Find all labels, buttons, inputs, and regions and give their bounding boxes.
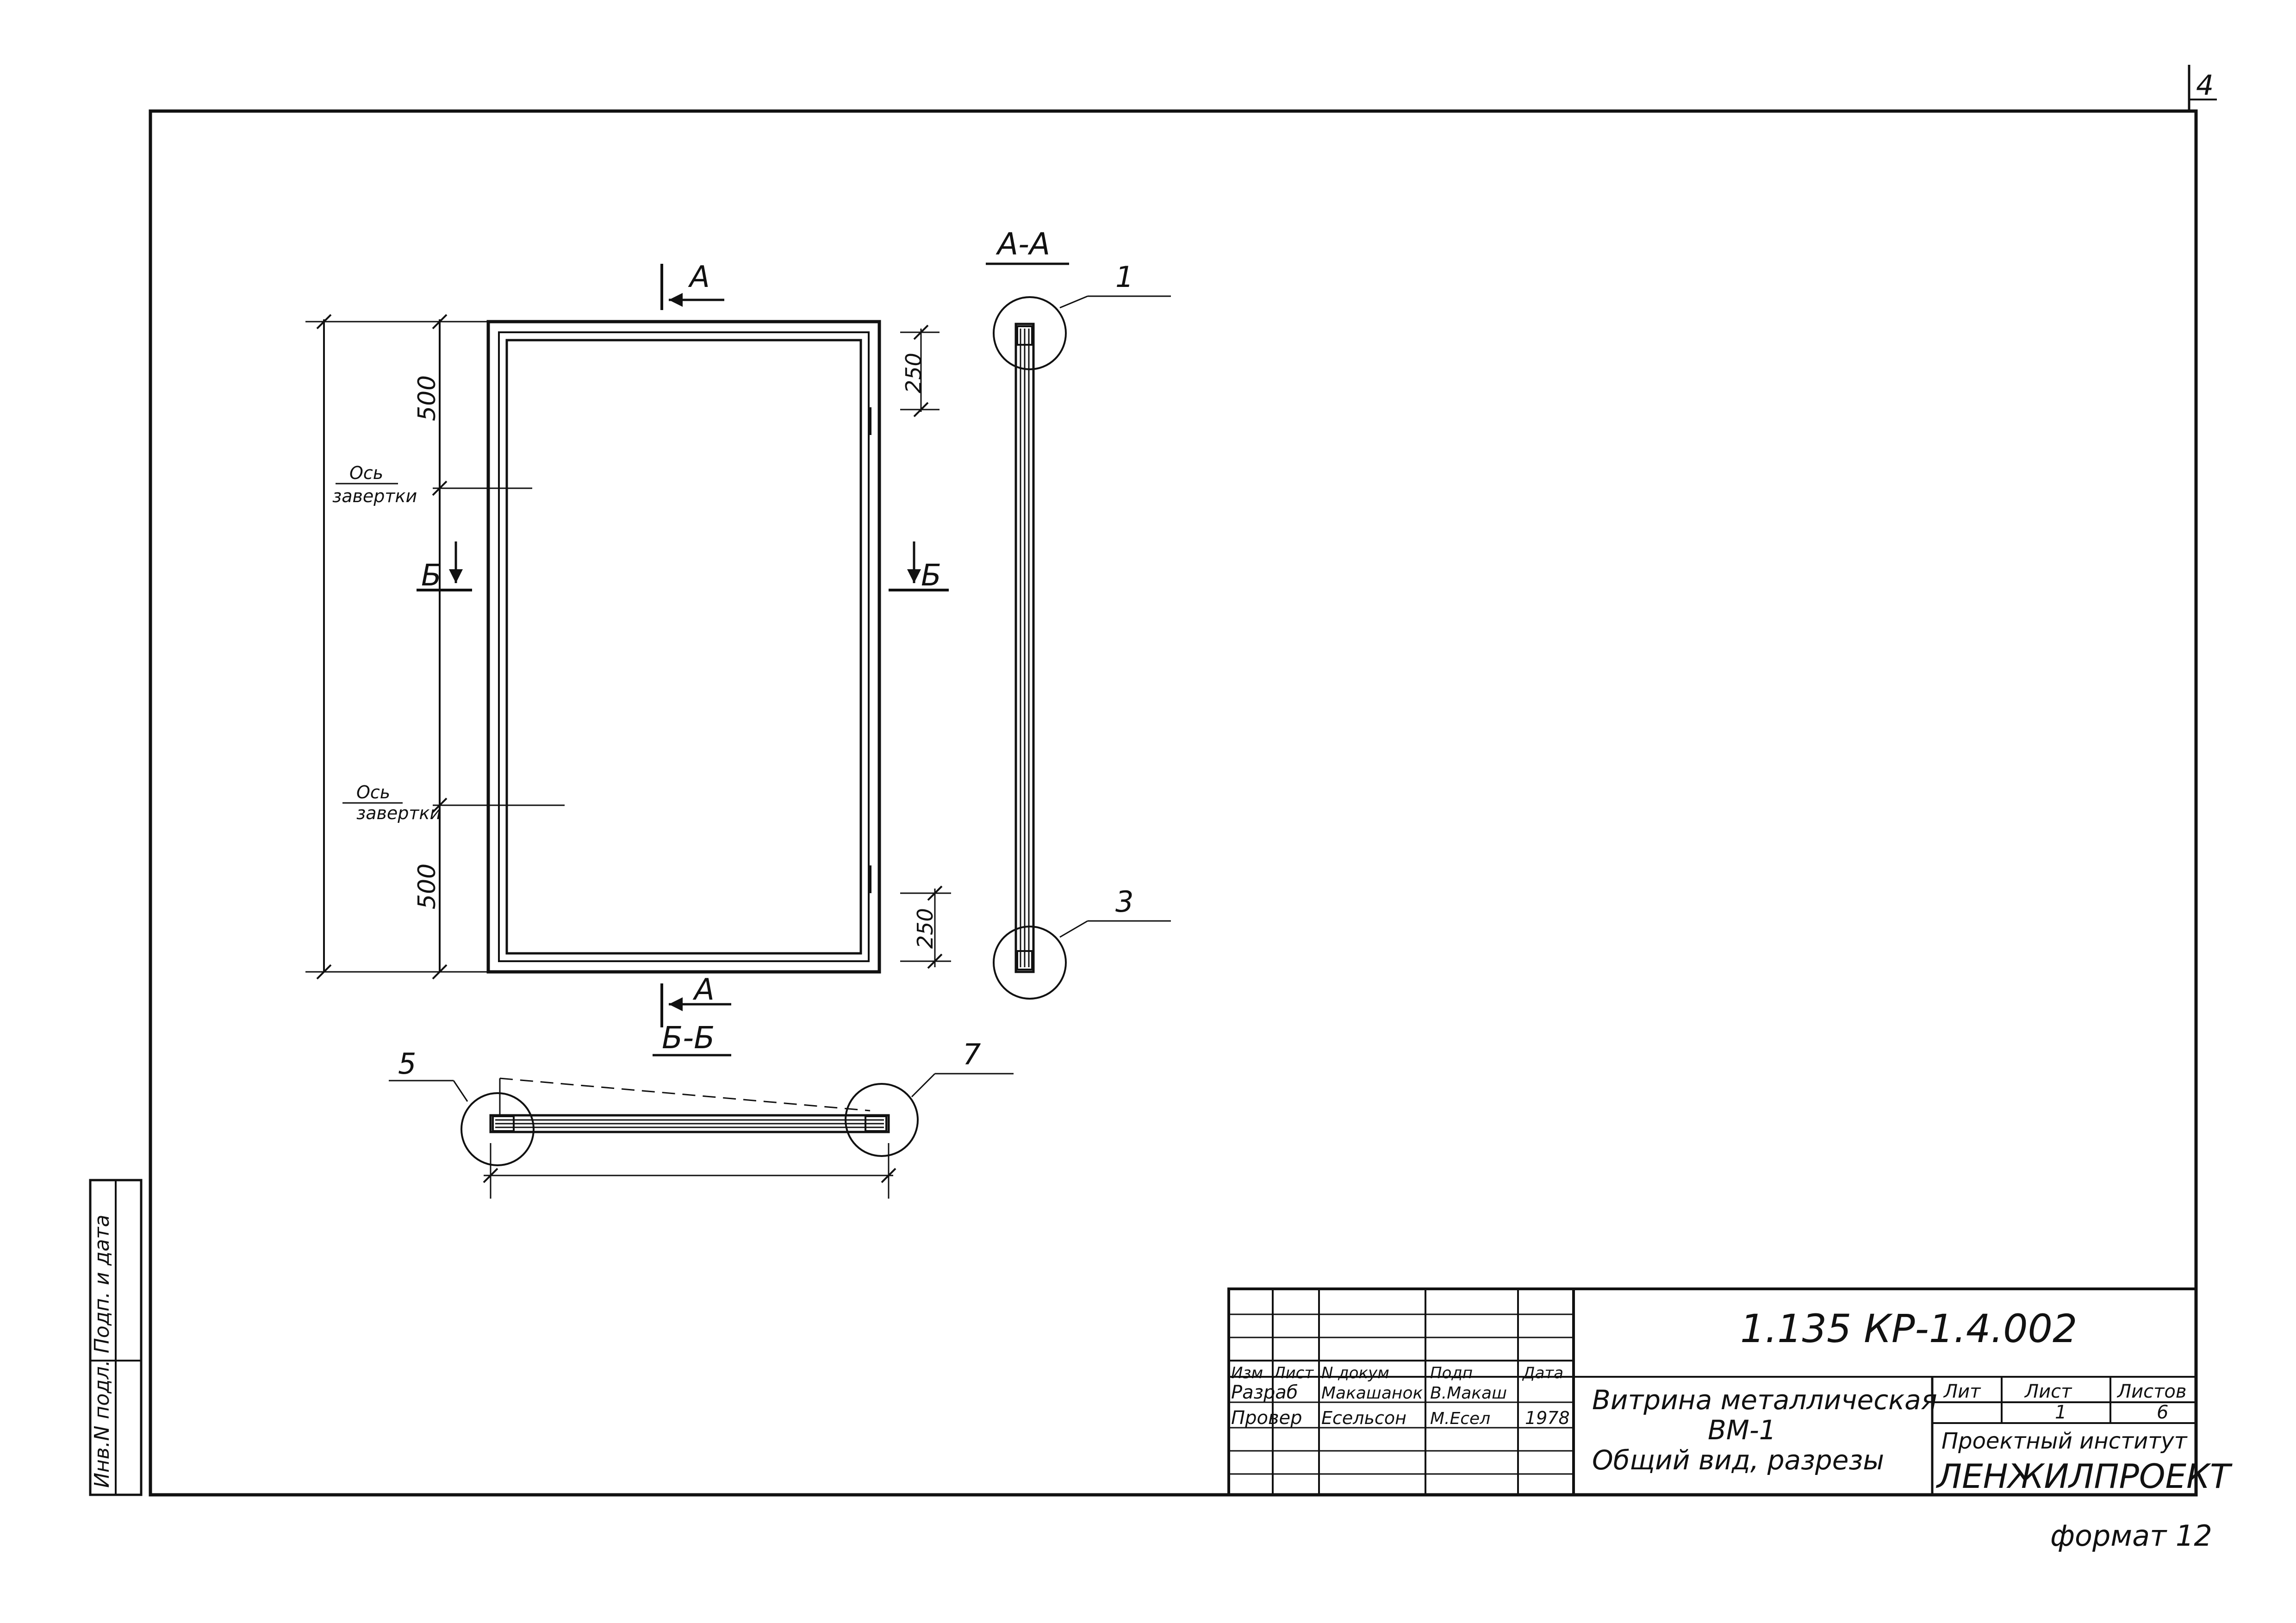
header-izm: Изм — [1231, 1364, 1263, 1382]
side-stamp: Инв.N подл. Подп. и дата — [89, 1179, 143, 1496]
front-view — [305, 314, 881, 980]
row1-role: Разраб — [1231, 1382, 1298, 1403]
section-aa-title: А-А — [996, 226, 1050, 262]
title-line3: Общий вид, разрезы — [1592, 1444, 1884, 1476]
row2-role: Провер — [1231, 1407, 1302, 1429]
callout-5: 5 — [398, 1047, 416, 1081]
section-aa-view — [993, 295, 1171, 1000]
side-stamp-label: Инв.N подл. Подп. и дата — [90, 1215, 114, 1488]
axis-label-top: Ось — [349, 463, 383, 483]
section-a-top-label: А — [688, 260, 710, 294]
sheets-value: 6 — [2157, 1402, 2168, 1423]
lit-label: Лит — [1943, 1381, 1981, 1402]
callout-3: 3 — [1115, 885, 1133, 919]
section-marker-b-left — [417, 541, 472, 591]
section-a-bottom-label: А — [692, 973, 715, 1007]
sheet-number: 4 — [2196, 69, 2214, 102]
title-line2: ВМ-1 — [1708, 1414, 1776, 1446]
sheet-frame — [149, 65, 2217, 1497]
sheet-label: Лист — [2024, 1381, 2072, 1402]
right-dimensions — [900, 324, 951, 969]
section-b-right-label: Б — [921, 559, 941, 593]
row2-signature: М.Есел — [1430, 1409, 1490, 1428]
dim-bottom-500: 500 — [413, 864, 441, 909]
title-line1: Витрина металлическая — [1592, 1384, 1937, 1416]
sheet-value: 1 — [2055, 1402, 2066, 1423]
section-bb-view — [389, 1073, 1014, 1199]
document-code: 1.135 КР-1.4.002 — [1740, 1306, 2077, 1351]
axis-label-bottom: Ось — [356, 782, 390, 802]
title-block — [1227, 1287, 2197, 1496]
header-podp: Подп — [1430, 1364, 1473, 1382]
section-marker-b-right — [889, 541, 949, 591]
section-marker-a-bottom — [660, 983, 731, 1027]
header-data: Дата — [1522, 1364, 1563, 1382]
dim-right-bottom-250: 250 — [913, 908, 938, 949]
section-marker-a-top — [660, 264, 724, 310]
header-list: Лист — [1273, 1364, 1314, 1382]
format-label: формат 12 — [2050, 1519, 2212, 1553]
section-bb-title: Б-Б — [662, 1020, 715, 1056]
org-line2: ЛЕНЖИЛПРОЕКТ — [1935, 1457, 2233, 1496]
sheets-label: Листов — [2116, 1381, 2186, 1402]
row1-signature: В.Макаш — [1430, 1384, 1507, 1403]
header-ndoc: N докум — [1321, 1364, 1389, 1382]
callout-7: 7 — [963, 1038, 981, 1071]
org-line1: Проектный институт — [1941, 1428, 2188, 1454]
axis-label-bottom-b: завертки — [356, 803, 441, 823]
axis-label-top-b: завертки — [332, 486, 417, 506]
row2-date: 1978 — [1525, 1408, 1570, 1428]
callout-1: 1 — [1115, 260, 1133, 294]
dim-right-top-250: 250 — [901, 353, 926, 393]
row2-name: Есельсон — [1321, 1408, 1406, 1428]
dim-top-500: 500 — [413, 375, 441, 421]
section-b-left-label: Б — [421, 559, 442, 593]
row1-name: Макашанок — [1321, 1384, 1423, 1403]
